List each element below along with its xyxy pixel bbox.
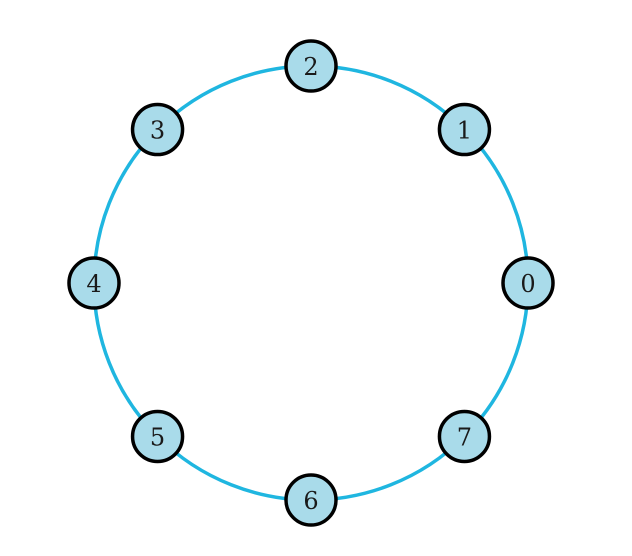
node-circle — [501, 256, 555, 310]
node-label: 7 — [457, 423, 472, 451]
node-circle — [130, 409, 185, 464]
node-2: 2 — [284, 39, 338, 93]
node-label: 3 — [150, 117, 165, 145]
node-circle — [437, 102, 492, 157]
node-1: 1 — [437, 102, 492, 157]
node-group: 0 1 2 3 4 5 6 7 — [67, 39, 555, 527]
node-label: 4 — [86, 270, 101, 298]
node-5: 5 — [130, 409, 185, 464]
node-label: 6 — [303, 487, 318, 515]
node-0: 0 — [501, 256, 555, 310]
node-4: 4 — [67, 256, 121, 310]
node-7: 7 — [437, 409, 492, 464]
node-circle — [284, 39, 338, 93]
node-circle — [284, 473, 338, 527]
node-label: 5 — [150, 423, 165, 451]
node-6: 6 — [284, 473, 338, 527]
node-3: 3 — [130, 102, 185, 157]
node-circle — [130, 102, 185, 157]
node-circle — [437, 409, 492, 464]
node-label: 1 — [457, 117, 472, 145]
node-label: 2 — [303, 53, 318, 81]
node-circle — [67, 256, 121, 310]
node-label: 0 — [520, 270, 535, 298]
